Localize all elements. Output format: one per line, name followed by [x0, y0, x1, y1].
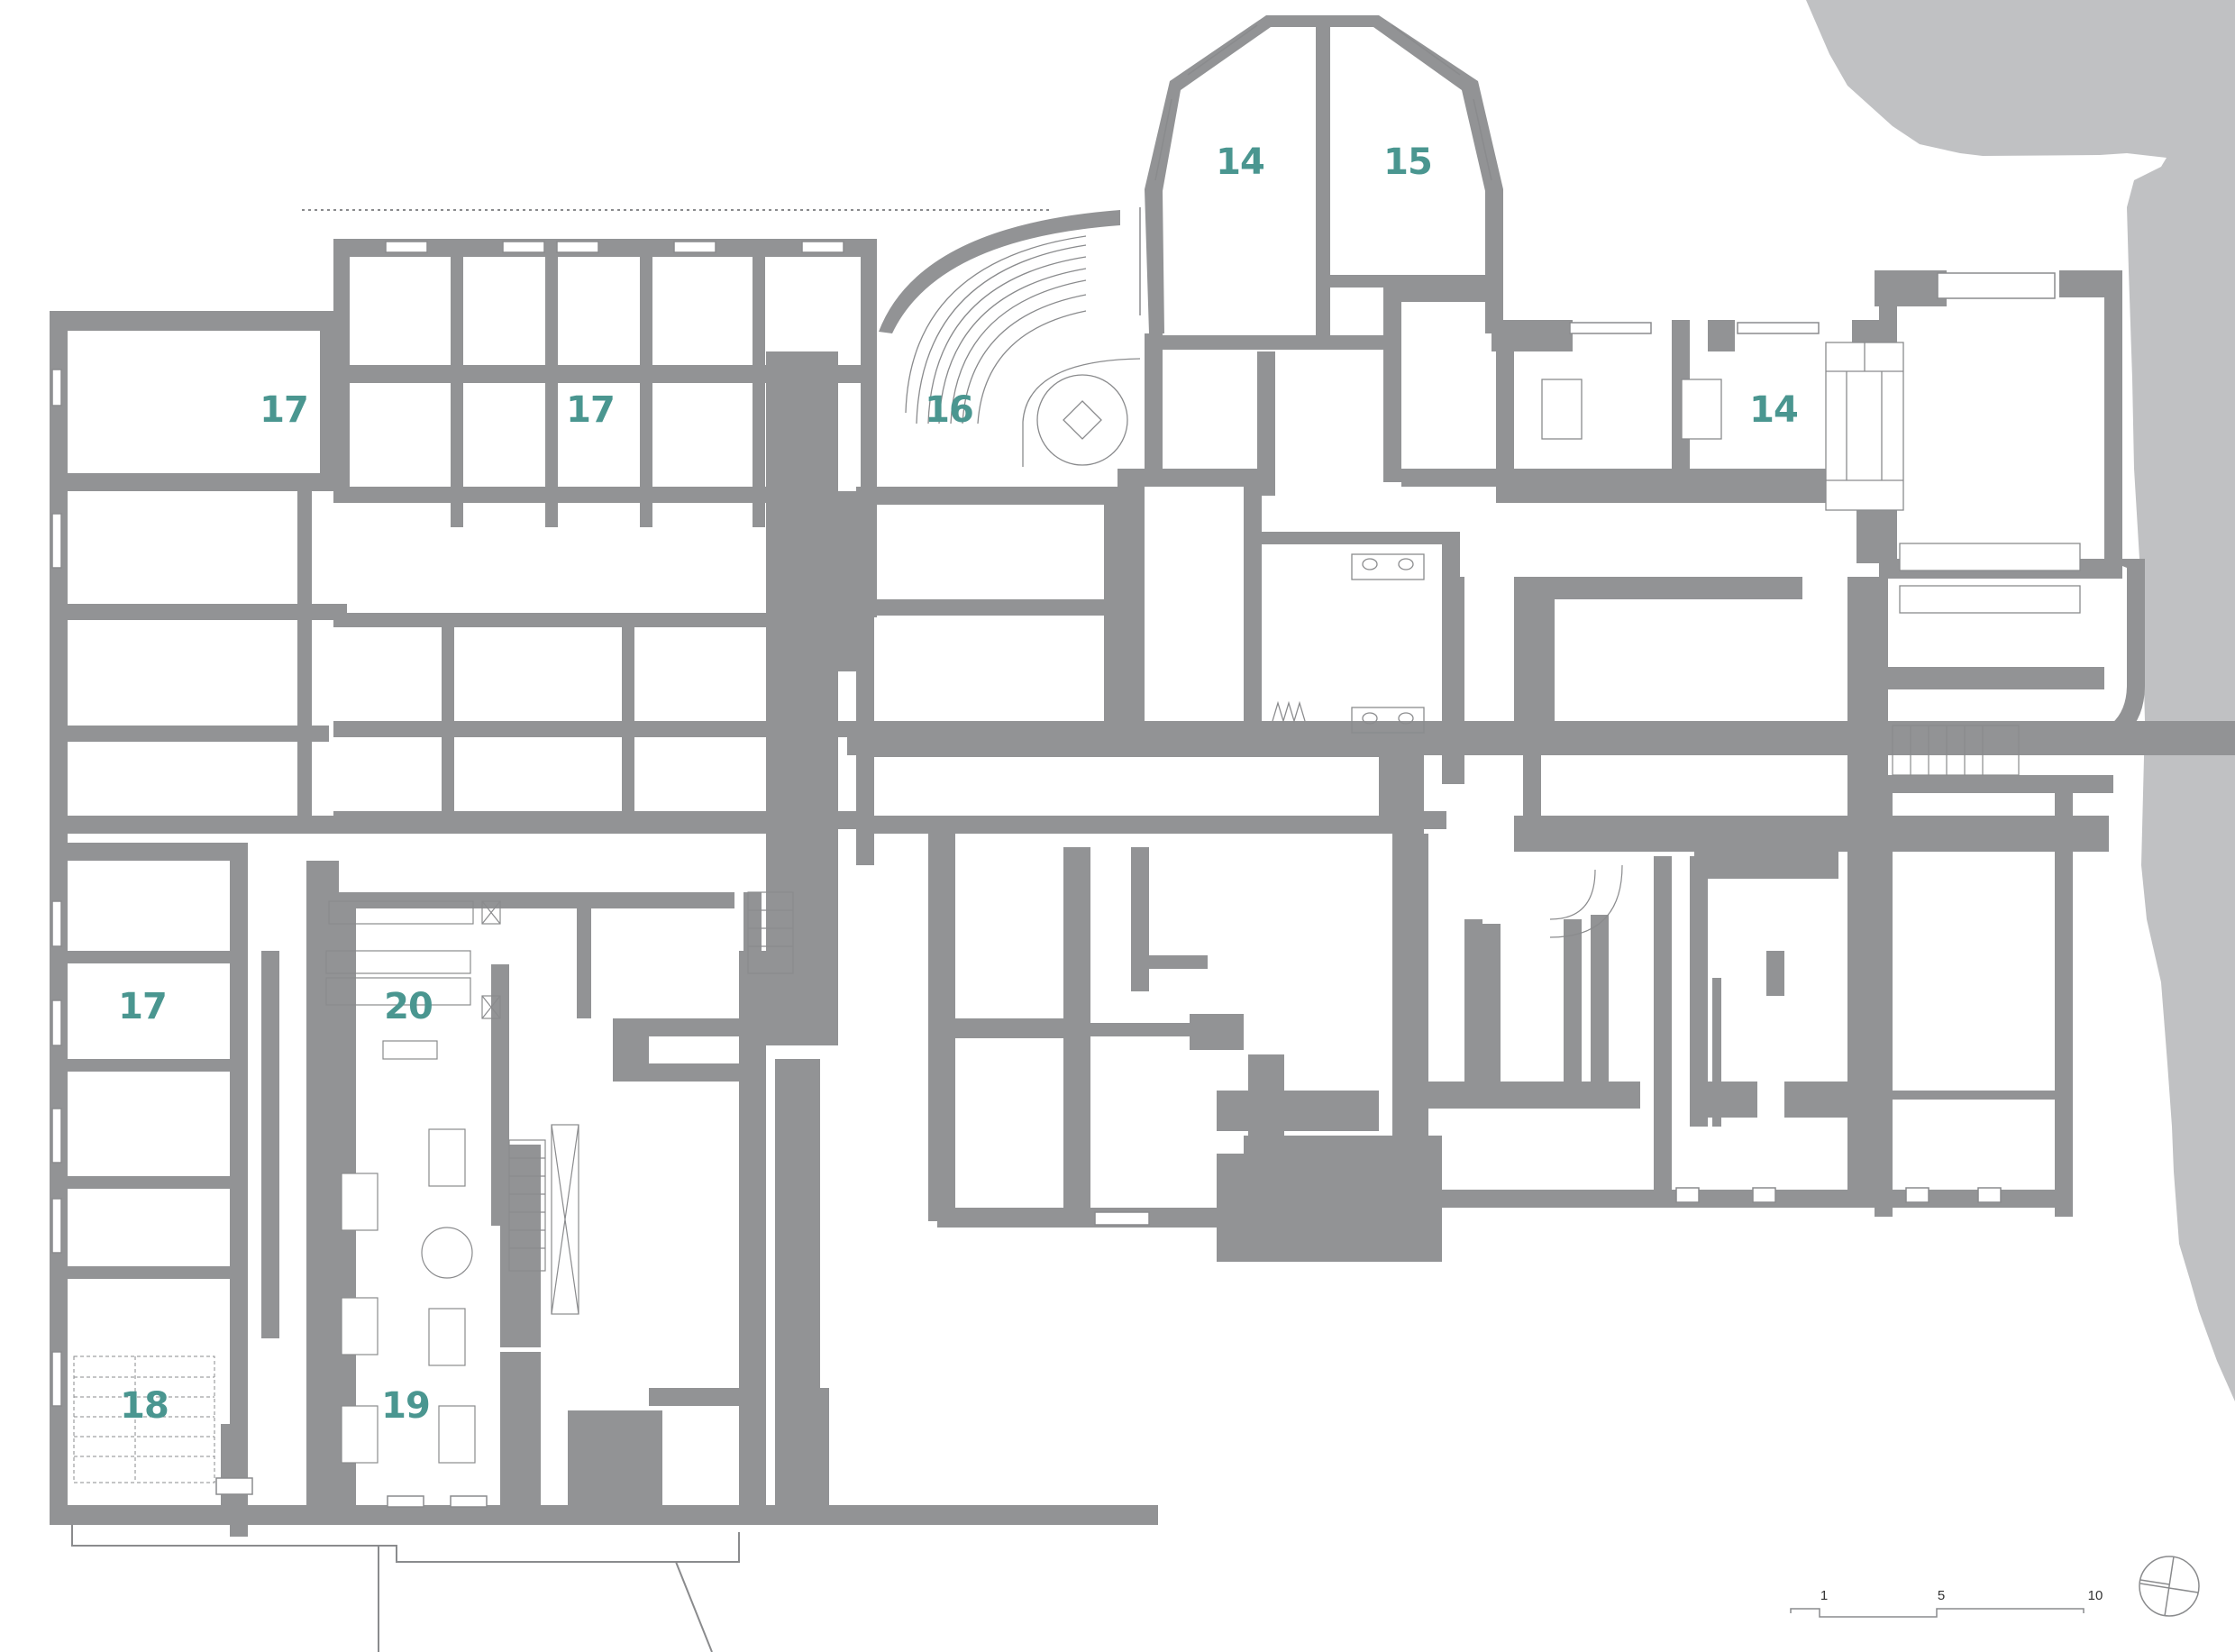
- dining-furniture: [341, 1124, 579, 1464]
- scale-tick-5: 5: [1937, 1588, 1946, 1603]
- room-18-grid: [73, 1355, 215, 1483]
- room-label-18: 18: [120, 1385, 169, 1427]
- walls: [50, 15, 2235, 1537]
- kitchen-fixtures: [325, 900, 501, 1060]
- meeting-furniture: [1541, 342, 2081, 614]
- scale-bar: [1790, 1608, 2084, 1618]
- site-lines: [71, 209, 1050, 1652]
- room-label-17-west: 17: [118, 986, 168, 1027]
- room-label-19-dining: 19: [381, 1385, 431, 1427]
- octagon-windows: [1139, 24, 1492, 315]
- terrain-area: [1806, 0, 2235, 1401]
- room-label-14-meeting: 14: [1749, 389, 1799, 431]
- restroom-fixtures: [1272, 553, 1425, 734]
- auditorium-seating: [879, 210, 1141, 467]
- staircase-lines: [508, 725, 2020, 1272]
- room-label-17-north: 17: [566, 389, 616, 431]
- room-label-14-octagon: 14: [1216, 141, 1265, 183]
- windows: [51, 241, 2056, 1508]
- room-label-20-kitchen: 20: [384, 986, 433, 1027]
- scale-tick-1: 1: [1820, 1588, 1829, 1603]
- north-arrow-icon: [2139, 1556, 2200, 1617]
- room-label-16-auditorium: 16: [925, 389, 974, 431]
- room-label-17-northwest: 17: [260, 389, 309, 431]
- room-label-15-octagon: 15: [1383, 141, 1433, 183]
- scale-tick-10: 10: [2087, 1588, 2103, 1603]
